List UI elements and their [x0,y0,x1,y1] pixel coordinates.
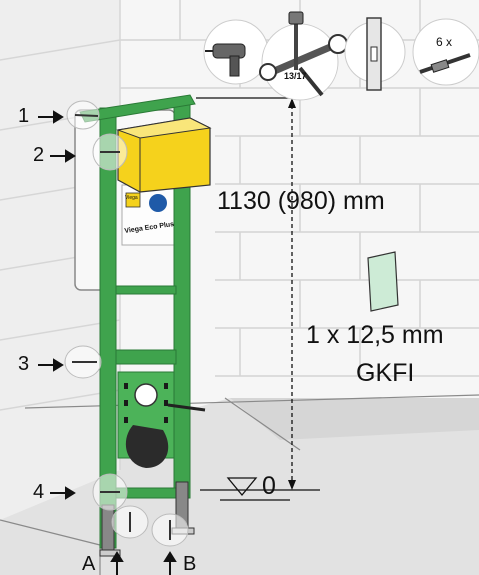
wrench-size-label: 13/17 [284,71,307,81]
arrow-up-icon [110,551,177,575]
brand-label: Viega [125,195,138,201]
mount-highlights [64,100,189,547]
screws [72,114,171,540]
board-type-label: GKFI [356,359,415,387]
anchor-bolt-icon [412,18,479,86]
anchor-count-label: 6 x [436,35,453,49]
board-spec-label: 1 x 12,5 mm [306,321,444,349]
drill-icon [203,19,269,85]
mounting-bolt [167,403,206,412]
level-triangle-icon [226,477,258,497]
spirit-level-icon [344,17,406,91]
plasterboard-icon [367,251,399,312]
point-a-label: A [82,553,96,575]
viega-logo [125,192,141,208]
height-dimension-line [196,97,320,491]
frame-holes [124,383,168,423]
point-b-label: B [183,553,197,575]
height-dimension-label: 1130 (980) mm [217,187,385,215]
point-2-label: 2 [33,144,45,166]
point-3-label: 3 [18,353,30,375]
eco-badge [149,194,167,212]
arrow-right-icon [38,110,76,500]
drain-connection [134,383,158,407]
point-4-label: 4 [33,481,45,503]
drain-pipe [125,425,169,468]
wrench-icon [259,11,348,101]
point-1-label: 1 [18,105,30,127]
floor-level-label: 0 [262,472,276,500]
